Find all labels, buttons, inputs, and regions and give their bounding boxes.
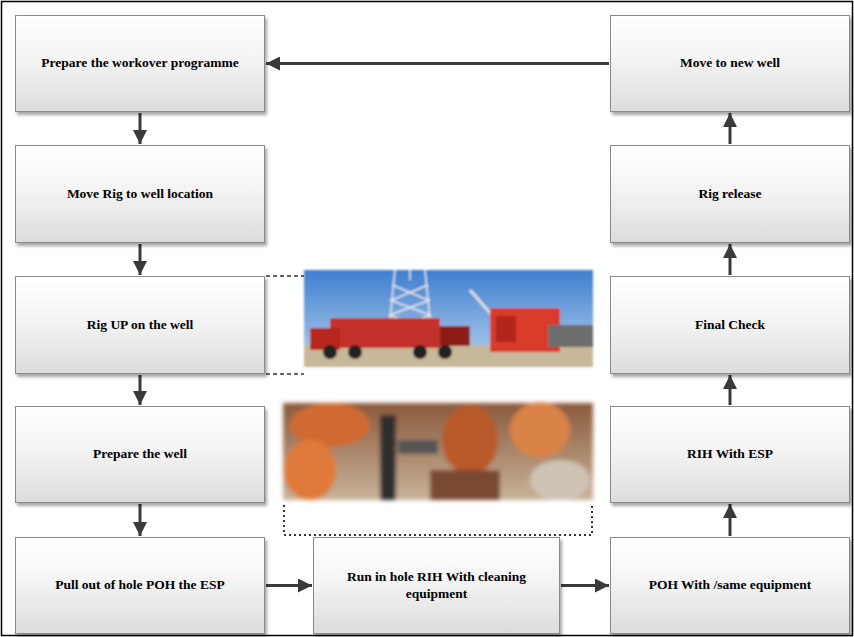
process-box: Move to new well [610,15,850,112]
step-label: Prepare the well [93,446,187,463]
step-label: Move to new well [680,55,780,72]
process-box: Pull out of hole POH the ESP [15,537,265,634]
flow-arrow [729,113,732,144]
step-label: POH With /same equipment [649,577,812,594]
flow-arrow [139,375,142,405]
flow-arrow [561,584,609,587]
process-box: Rig release [610,145,850,243]
process-box: RIH With ESP [610,406,850,503]
process-box: Rig UP on the well [15,276,265,374]
flow-arrow [266,584,312,587]
process-box: Final Check [610,276,850,374]
step-label: Prepare the workover programme [41,55,238,72]
rig-floor-photo [283,402,593,500]
dotted-bracket [284,505,592,535]
flow-arrow [729,504,732,536]
flow-arrow [139,244,142,275]
rig-photo [304,270,593,367]
flow-arrow [729,244,732,275]
process-box: Prepare the workover programme [15,15,265,112]
step-label: Rig UP on the well [87,317,194,334]
step-label: Run in hole RIH With cleaning equipment [324,569,549,603]
process-box: Run in hole RIH With cleaning equipment [313,537,560,634]
step-label: Rig release [698,186,761,203]
step-label: Pull out of hole POH the ESP [55,577,225,594]
flow-arrow [729,375,732,405]
process-box: Prepare the well [15,406,265,503]
flow-arrow [139,504,142,536]
flow-arrow [139,113,142,144]
process-box: Move Rig to well location [15,145,265,243]
step-label: Move Rig to well location [67,186,213,203]
process-box: POH With /same equipment [610,537,850,634]
step-label: RIH With ESP [687,446,773,463]
flow-arrow [266,62,609,65]
step-label: Final Check [695,317,765,334]
dashed-bracket [266,276,304,374]
